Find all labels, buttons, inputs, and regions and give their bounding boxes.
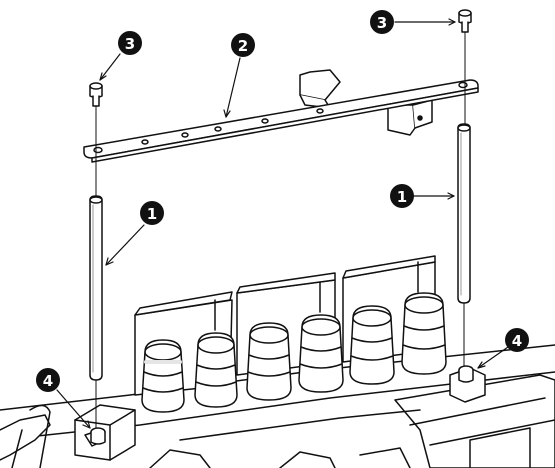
callout-3-right-label: 3 — [377, 14, 387, 32]
assembly-lines — [95, 31, 466, 429]
spools — [141, 292, 447, 413]
callout-2-label: 2 — [238, 37, 248, 55]
bottom-screw-left — [90, 427, 106, 445]
post-left — [89, 195, 103, 381]
leader-lines — [56, 18, 509, 429]
callouts: 3 3 2 1 1 4 4 — [36, 10, 529, 392]
mounting-plate — [83, 79, 479, 163]
plate-support-bracket — [299, 69, 433, 136]
callout-1-right-label: 1 — [397, 188, 407, 206]
callout-3-left-label: 3 — [125, 35, 135, 53]
machine-base — [0, 344, 555, 468]
callout-2: 2 — [231, 33, 255, 57]
callout-1-left-label: 1 — [147, 205, 157, 223]
callout-4-left: 4 — [36, 368, 60, 392]
callout-1-left: 1 — [140, 201, 164, 225]
spool — [141, 339, 185, 413]
spool — [246, 322, 292, 401]
spool — [401, 292, 447, 375]
callout-4-right-label: 4 — [512, 332, 522, 350]
callout-4-right: 4 — [505, 328, 529, 352]
callout-4-left-label: 4 — [43, 372, 53, 390]
bottom-screw-right — [458, 365, 474, 383]
screw-right — [458, 9, 472, 33]
spool — [349, 305, 395, 385]
callout-3-right: 3 — [370, 10, 394, 34]
spool — [298, 314, 344, 393]
spool — [194, 332, 238, 408]
post-right — [457, 123, 471, 304]
callout-3-left: 3 — [118, 31, 142, 55]
screw-left — [89, 82, 103, 107]
callout-1-right: 1 — [390, 184, 414, 208]
